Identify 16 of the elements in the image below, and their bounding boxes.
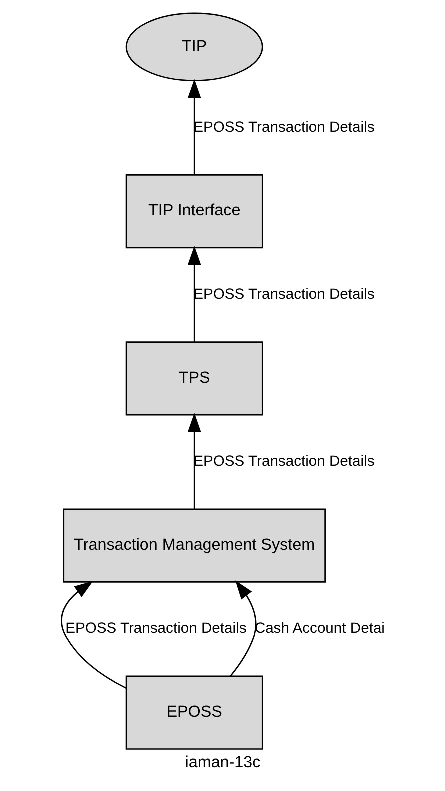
edge-label: EPOSS Transaction Details bbox=[193, 286, 374, 303]
arrow bbox=[187, 79, 201, 176]
edge-label: Cash Account Detai bbox=[254, 621, 384, 638]
edge-label: EPOSS Transaction Details bbox=[65, 621, 246, 638]
node-box: TPS bbox=[125, 342, 263, 416]
arrow bbox=[187, 246, 201, 342]
edge-label: EPOSS Transaction Details bbox=[193, 454, 374, 470]
node-box: TIP Interface bbox=[125, 174, 263, 249]
arrow bbox=[187, 413, 201, 510]
edge-label: EPOSS Transaction Details bbox=[193, 120, 374, 136]
arrow bbox=[60, 581, 126, 689]
node-ellipse: TIP bbox=[125, 12, 263, 82]
caption: iaman-13c bbox=[184, 754, 260, 772]
arrow bbox=[230, 580, 256, 677]
node-box: EPOSS bbox=[125, 676, 263, 750]
node-box: Transaction Management System bbox=[62, 508, 326, 583]
